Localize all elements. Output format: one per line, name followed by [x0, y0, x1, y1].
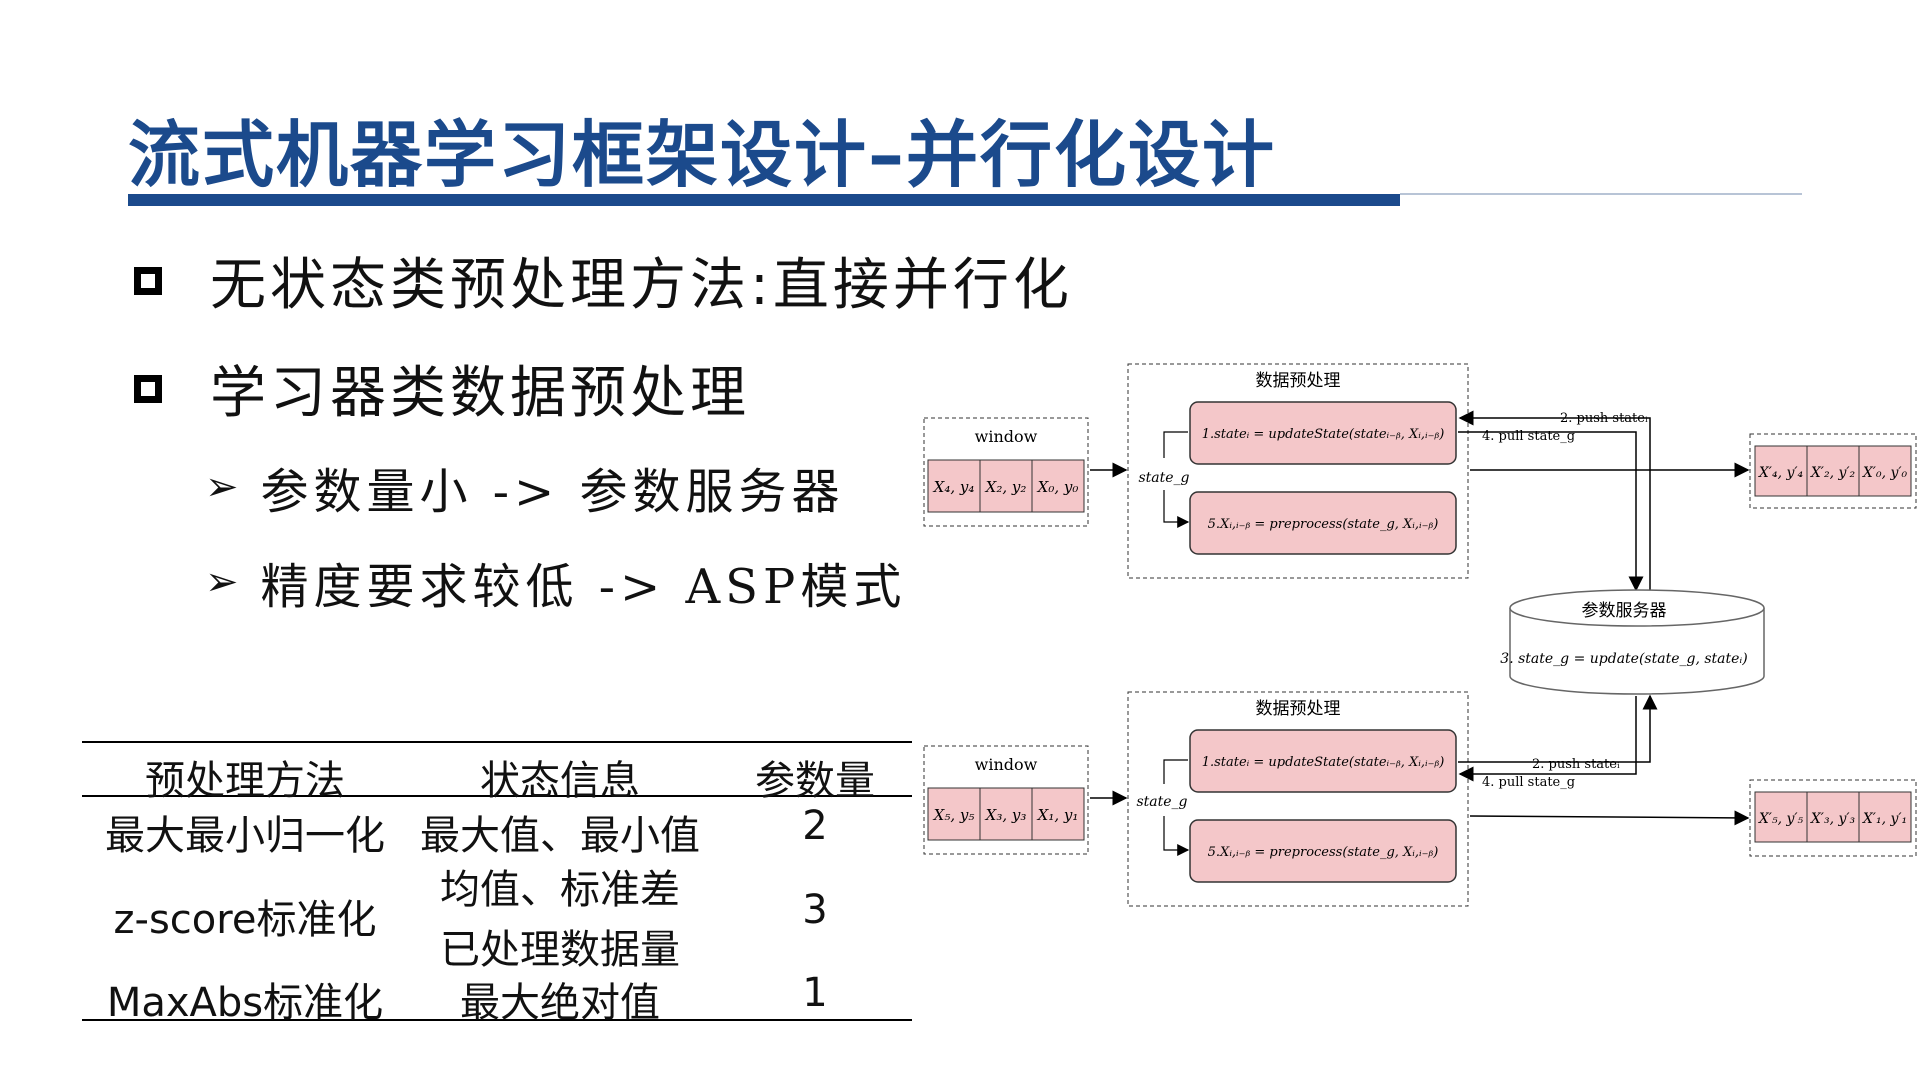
preprocess-group	[1127, 363, 1469, 579]
param-server-cylinder	[1509, 608, 1765, 695]
bullet-text: 无状态类预处理方法:直接并行化	[210, 253, 1073, 318]
sub-bullet-text: 参数量小 -> 参数服务器	[260, 464, 845, 520]
push-arrow	[1458, 410, 1651, 592]
output-cell	[1858, 791, 1912, 843]
window-group	[923, 745, 1089, 855]
table-header-count: 参数量	[755, 758, 875, 804]
window-cell	[1031, 459, 1085, 513]
step1-text: 1.stateᵢ = updateState(stateᵢ₋ᵦ, Xᵢ,ᵢ₋ᵦ)	[1202, 755, 1445, 770]
bullet-1: 无状态类预处理方法:直接并行化	[134, 240, 1073, 321]
arrow-bullet-icon: ➢	[205, 559, 239, 605]
preprocess-box	[1189, 491, 1457, 555]
output-group	[1749, 433, 1917, 509]
square-bullet-icon	[134, 374, 162, 403]
window-group	[923, 417, 1089, 527]
param-server-top	[1509, 589, 1765, 627]
connector	[1163, 431, 1188, 458]
sub-bullet-text: 精度要求较低 -> ASP模式	[260, 559, 907, 615]
preprocess-group-label: 数据预处理	[1256, 699, 1341, 719]
title-underline-thin	[1400, 193, 1802, 195]
table-cell-state: 最大值、最小值	[420, 813, 700, 859]
output-cell	[1754, 445, 1808, 497]
table-header-rule	[82, 795, 912, 797]
square-bullet-icon	[134, 266, 162, 295]
title-underline	[128, 194, 1400, 206]
table-top-rule	[82, 741, 912, 743]
pull-arrow	[1458, 431, 1644, 592]
step5-text: 5.Xᵢ,ᵢ₋ᵦ = preprocess(state_g, Xᵢ,ᵢ₋ᵦ)	[1208, 845, 1439, 860]
window-label: window	[975, 427, 1038, 446]
arrow	[1469, 810, 1750, 826]
table-cell-count: 3	[802, 887, 828, 933]
output-cell-text: X′₁, y′₁	[1862, 811, 1907, 827]
window-cell-text: X₄, y₄	[933, 478, 975, 496]
push-label: 2. push stateᵢ	[1532, 757, 1620, 772]
window-cell-text: X₂, y₂	[985, 478, 1027, 496]
step1-text: 1.stateᵢ = updateState(stateᵢ₋ᵦ, Xᵢ,ᵢ₋ᵦ)	[1202, 427, 1445, 442]
table-cell-method: 最大最小归一化	[105, 813, 385, 859]
table-cell-method: z-score标准化	[113, 897, 377, 943]
output-cell	[1858, 445, 1912, 497]
window-cell	[979, 787, 1033, 841]
pull-label: 4. pull state_g	[1482, 429, 1575, 444]
table-header-method: 预处理方法	[145, 758, 345, 804]
param-server-label: 参数服务器	[1582, 601, 1667, 621]
update-state-box	[1189, 729, 1457, 793]
output-group	[1749, 779, 1917, 857]
window-cell	[927, 787, 981, 841]
output-cell-text: X′₄, y′₄	[1758, 465, 1804, 481]
output-cell	[1806, 445, 1860, 497]
preprocess-group-label: 数据预处理	[1256, 371, 1341, 391]
arrow-bullet-icon: ➢	[205, 464, 239, 510]
push-arrow	[1458, 694, 1658, 763]
output-cell-text: X′₂, y′₂	[1810, 465, 1856, 481]
table-cell-state: 最大绝对值	[460, 980, 660, 1026]
arrow	[1163, 490, 1190, 528]
window-cell-text: X₁, y₁	[1037, 806, 1079, 824]
param-server-formula: 3. state_g = update(state_g, stateᵢ)	[1500, 651, 1747, 667]
table-cell-count: 1	[802, 970, 828, 1016]
preprocess-group	[1127, 691, 1469, 907]
step5-text: 5.Xᵢ,ᵢ₋ᵦ = preprocess(state_g, Xᵢ,ᵢ₋ᵦ)	[1208, 517, 1439, 532]
preprocess-box	[1189, 819, 1457, 883]
sub-bullet-1: ➢ 参数量小 -> 参数服务器	[205, 452, 844, 522]
output-cell-text: X′₅, y′₅	[1758, 811, 1804, 827]
pull-arrow	[1458, 696, 1637, 782]
table-cell-state: 均值、标准差	[440, 867, 680, 913]
window-label: window	[975, 755, 1038, 774]
state-label: state_g	[1138, 470, 1189, 486]
sub-bullet-2: ➢ 精度要求较低 -> ASP模式	[205, 547, 906, 617]
window-cell-text: X₀, y₀	[1037, 478, 1079, 496]
push-label: 2. push stateᵢ	[1560, 411, 1648, 426]
bullet-text: 学习器类数据预处理	[210, 361, 750, 426]
output-cell-text: X′₀, y′₀	[1862, 465, 1908, 481]
output-cell	[1754, 791, 1808, 843]
state-label: state_g	[1136, 794, 1187, 810]
window-cell-text: X₅, y₅	[933, 806, 975, 824]
table-cell-state: 已处理数据量	[440, 927, 680, 973]
table-header-state: 状态信息	[480, 758, 640, 804]
pull-label: 4. pull state_g	[1482, 775, 1575, 790]
update-state-box	[1189, 401, 1457, 465]
output-cell-text: X′₃, y′₃	[1810, 811, 1856, 827]
table-cell-count: 2	[802, 803, 828, 849]
bullet-2: 学习器类数据预处理	[134, 348, 750, 429]
arrow	[1163, 816, 1190, 856]
table-bottom-rule	[82, 1019, 912, 1021]
window-cell-text: X₃, y₃	[985, 806, 1027, 824]
slide-title: 流式机器学习框架设计–并行化设计	[128, 113, 1277, 197]
table-cell-method: MaxAbs标准化	[106, 980, 384, 1026]
window-cell	[1031, 787, 1085, 841]
connector	[1163, 759, 1188, 784]
output-cell	[1806, 791, 1860, 843]
